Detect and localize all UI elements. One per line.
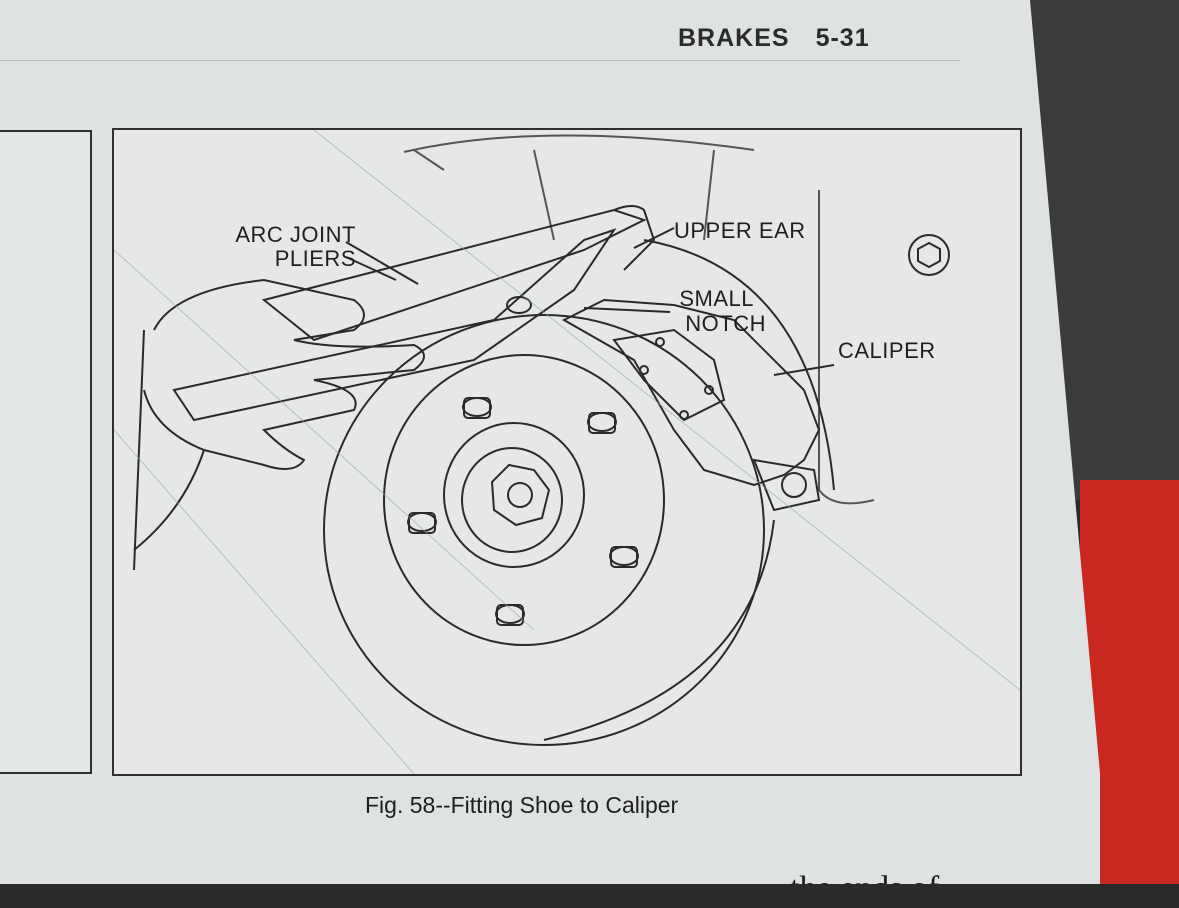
brake-illustration (114, 130, 1020, 774)
label-upper-ear: UPPER EAR (674, 218, 806, 243)
page-number: 5-31 (815, 24, 870, 52)
label-pliers: PLIERS (274, 246, 356, 271)
body-text-line: the ends of (790, 870, 940, 907)
manual-page: BRAKES 5-31 (0, 0, 1100, 884)
left-column-box (0, 130, 92, 774)
page-header: BRAKES 5-31 (678, 24, 870, 53)
label-arc-joint: ARC JOINT (235, 222, 356, 247)
label-notch: NOTCH (685, 311, 766, 336)
label-caliper: CALIPER (838, 338, 936, 363)
figure-frame: ARC JOINT PLIERS UPPER EAR SMALL NOTCH C… (112, 128, 1022, 776)
figure-caption: Fig. 58--Fitting Shoe to Caliper (365, 792, 679, 818)
section-title: BRAKES (678, 24, 790, 52)
header-rule (0, 60, 960, 61)
label-small: SMALL (679, 286, 754, 311)
